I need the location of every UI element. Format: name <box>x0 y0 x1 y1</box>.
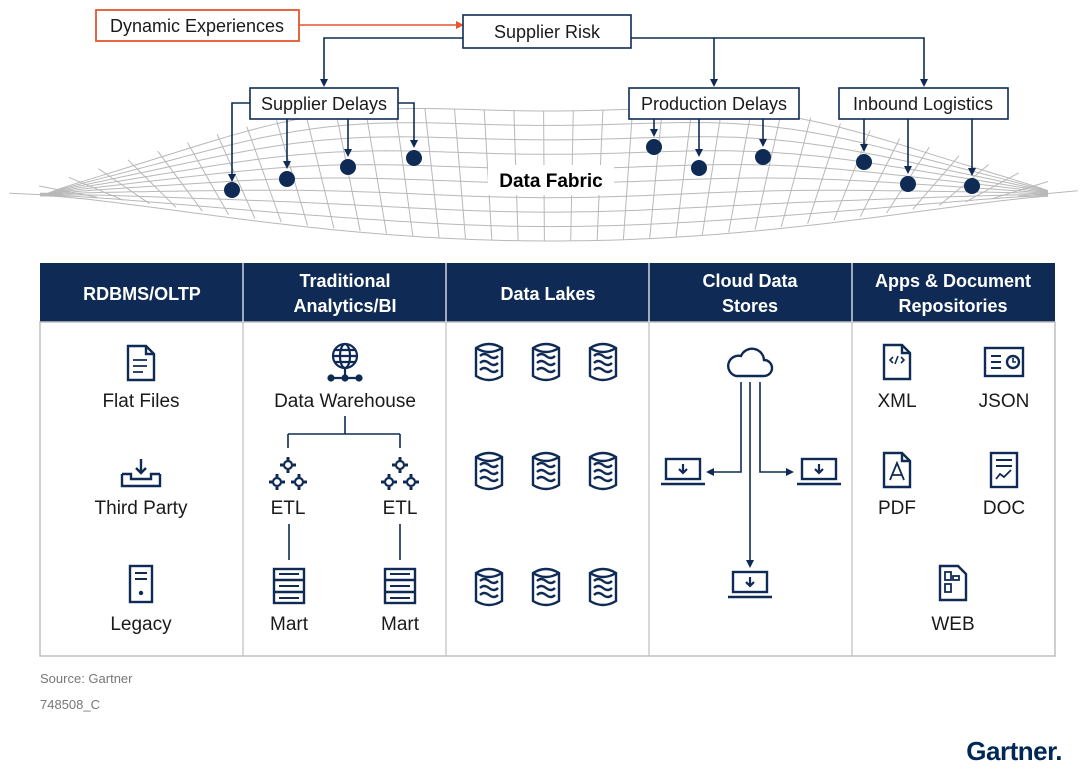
doc-label: DOC <box>983 498 1025 519</box>
production-delays-node: Production Delays <box>628 87 800 120</box>
inbound-logistics-label: Inbound Logistics <box>853 94 993 114</box>
fabric-nodes <box>224 139 980 198</box>
flow-connectors <box>228 21 976 182</box>
xml-label: XML <box>877 391 916 412</box>
globe-network-icon <box>327 342 363 382</box>
header-cloud-line1: Cloud Data <box>702 271 798 291</box>
data-fabric-label-backdrop <box>488 165 614 195</box>
json-icon <box>983 346 1025 378</box>
header-cloud-line2: Stores <box>722 296 778 316</box>
data-warehouse-label: Data Warehouse <box>274 391 416 412</box>
header-apps-line2: Repositories <box>898 296 1007 316</box>
file-icon <box>126 344 156 382</box>
header-data-lakes: Data Lakes <box>500 284 595 304</box>
doc-file-icon <box>989 451 1019 489</box>
pdf-file-icon <box>882 451 912 489</box>
source-note: Source: Gartner <box>40 671 133 686</box>
third-party-label: Third Party <box>95 498 188 519</box>
risk-to-inbound-logistics-arrow <box>714 37 928 87</box>
header-traditional-line1: Traditional <box>299 271 390 291</box>
supplier-delays-node: Supplier Delays <box>249 87 399 120</box>
header-traditional-line2: Analytics/BI <box>293 296 396 316</box>
cloud-icon <box>727 347 774 378</box>
supplier-delays-label: Supplier Delays <box>261 94 387 114</box>
legacy-label: Legacy <box>110 614 172 635</box>
gartner-logo: Gartner. <box>966 736 1062 766</box>
xml-file-icon <box>882 343 912 381</box>
inbound-logistics-node: Inbound Logistics <box>838 87 1009 120</box>
etl-mart-connector <box>288 524 401 560</box>
web-file-icon <box>938 564 968 602</box>
mart-label-left: Mart <box>270 614 309 635</box>
web-label: WEB <box>931 614 974 635</box>
etl-label-right: ETL <box>383 498 418 519</box>
data-fabric-label: Data Fabric <box>499 171 603 192</box>
header-apps-line1: Apps & Document <box>875 271 1031 291</box>
risk-to-supplier-delays-arrow <box>320 37 463 87</box>
warehouse-etl-connector <box>287 416 401 448</box>
inbox-download-icon <box>120 459 162 488</box>
supplier-risk-node: Supplier Risk <box>462 14 632 49</box>
dynamic-experiences-node: Dynamic Experiences <box>95 9 300 42</box>
dynamic-experiences-label: Dynamic Experiences <box>110 16 284 36</box>
mart-label-right: Mart <box>381 614 420 635</box>
server-tower-icon <box>128 564 154 604</box>
production-delays-label: Production Delays <box>641 94 787 114</box>
etl-label-left: ETL <box>271 498 306 519</box>
supplier-risk-label: Supplier Risk <box>494 22 601 42</box>
figure-id: 748508_C <box>40 697 100 712</box>
data-sources-table: RDBMS/OLTP Traditional Analytics/BI Data… <box>39 263 1056 657</box>
cloud-distribution-lines <box>706 382 794 568</box>
pdf-label: PDF <box>878 498 916 519</box>
risk-to-production-delays-arrow <box>631 37 718 87</box>
table-header-bar <box>40 263 1055 322</box>
header-rdbms: RDBMS/OLTP <box>83 284 201 304</box>
flat-files-label: Flat Files <box>102 391 179 412</box>
json-label: JSON <box>979 391 1030 412</box>
